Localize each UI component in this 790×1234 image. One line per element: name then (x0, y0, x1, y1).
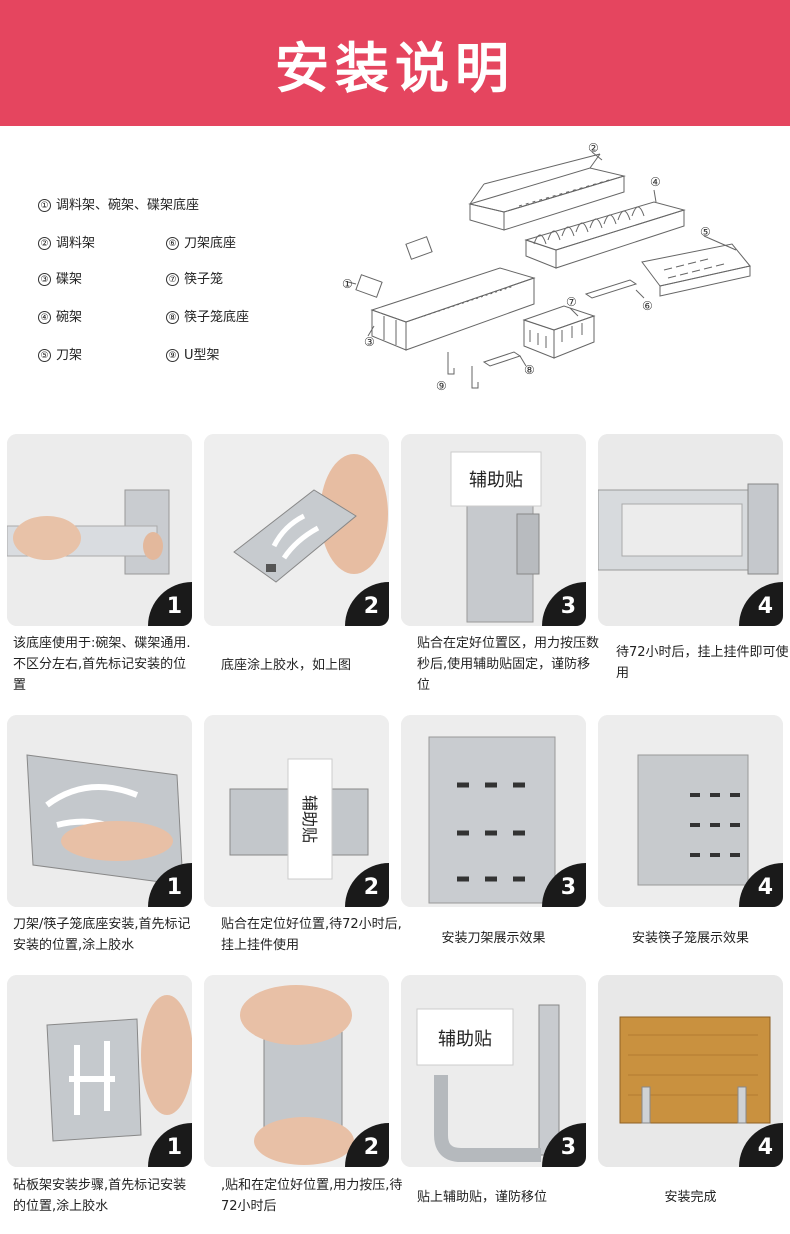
legend-number: ① (38, 199, 51, 212)
step-card-r3-3: 辅助贴 3 (401, 975, 586, 1167)
step-caption: 底座涂上胶水，如上图 (221, 658, 352, 673)
legend-label: 刀架底座 (184, 236, 237, 251)
callout-6: ⑥ (642, 299, 653, 313)
step-card-r1-2: 2 (204, 434, 389, 626)
exploded-parts-diagram: ① ② ③ ④ ⑤ ⑥ ⑦ ⑧ ⑨ (342, 141, 751, 393)
legend-item-2: ② 调料架 (38, 232, 95, 251)
parts-legend: ① 调料架、碗架、碟架底座 ② 调料架 ⑥ 刀架底座 ③ 碟架 ⑦ 筷子笼 ④ 碗架 ⑧ 筷子… (38, 194, 338, 404)
callout-8: ⑧ (524, 363, 535, 377)
knife-rack-drawing (641, 243, 751, 297)
chopstick-holder-drawing (522, 305, 596, 359)
callout-2: ② (588, 141, 599, 155)
callout-3: ③ (364, 335, 375, 349)
bowl-rack-drawing (524, 201, 686, 269)
photo-chopstick-holder-result (598, 715, 783, 907)
step-caption: 贴上辅助贴，谨防移位 (417, 1190, 548, 1205)
step-caption: 安装刀架展示效果 (441, 931, 546, 946)
step-caption: 该底座使用于:碗架、碟架通用.不区分左右,首先标记安装的位置 (13, 636, 191, 693)
legend-item-1: ① 调料架、碗架、碟架底座 (38, 194, 199, 213)
photo-mount-base (7, 434, 192, 626)
step-badge: 1 (148, 863, 192, 907)
step-card-r1-1: 1 (7, 434, 192, 626)
callout-1: ① (342, 277, 353, 291)
step-card-r1-4: 4 (598, 434, 783, 626)
legend-number: ⑦ (166, 273, 179, 286)
spice-rack-drawing (468, 153, 626, 231)
step-card-r3-2: 2 (204, 975, 389, 1167)
u-bracket-drawing (447, 352, 479, 389)
legend-number: ⑨ (166, 349, 179, 362)
callout-5: ⑤ (700, 225, 711, 239)
step-card-r2-2: 辅助贴 2 (204, 715, 389, 907)
step-caption: 安装完成 (664, 1190, 717, 1205)
dish-rack-drawing (370, 267, 536, 351)
step-badge: 1 (148, 1123, 192, 1167)
step-caption: 刀架/筷子笼底座安装,首先标记安装的位置,涂上胶水 (13, 917, 191, 953)
step-caption: 待72小时后，挂上挂件即可使用 (616, 645, 789, 681)
helper-sticker-label: 辅助贴 (469, 470, 523, 491)
step-card-r2-1: 1 (7, 715, 192, 907)
callout-4: ④ (650, 175, 661, 189)
legend-number: ③ (38, 273, 51, 286)
legend-label: 调料架、碗架、碟架底座 (56, 198, 200, 213)
parts-section: ① 调料架、碗架、碟架底座 ② 调料架 ⑥ 刀架底座 ③ 碟架 ⑦ 筷子笼 ④ 碗架 ⑧ 筷子… (0, 126, 790, 426)
step-caption: 安装筷子笼展示效果 (631, 931, 749, 946)
helper-sticker-label: 辅助贴 (300, 795, 319, 843)
legend-item-8: ⑧ 筷子笼底座 (166, 306, 249, 325)
step-card-r3-1: 1 (7, 975, 192, 1167)
step-caption: ,贴和在定位好位置,用力按压,待72小时后 (221, 1178, 403, 1214)
legend-number: ④ (38, 311, 51, 324)
base-plate-drawing (405, 236, 433, 260)
legend-item-7: ⑦ 筷子笼 (166, 268, 223, 287)
legend-label: 刀架 (56, 348, 83, 363)
callout-9: ⑨ (436, 379, 447, 393)
legend-number: ⑤ (38, 349, 51, 362)
photo-knife-rack-result (401, 715, 586, 907)
page-title: 安装说明 (275, 36, 515, 100)
step-card-r3-4: 4 (598, 975, 783, 1167)
legend-number: ② (38, 237, 51, 250)
step-caption: 贴合在定好位置区，用力按压数秒后,使用辅助贴固定，谨防移位 (417, 636, 600, 693)
legend-item-9: ⑨ U型架 (166, 344, 220, 363)
legend-label: 筷子笼底座 (184, 310, 250, 325)
photo-cutting-board-result (598, 975, 783, 1167)
legend-number: ⑥ (166, 237, 179, 250)
knife-base-drawing (584, 279, 638, 299)
step-badge: 2 (345, 863, 389, 907)
legend-item-6: ⑥ 刀架底座 (166, 232, 236, 251)
step-caption: 贴合在定位好位置,待72小时后,挂上挂件使用 (221, 917, 402, 953)
legend-number: ⑧ (166, 311, 179, 324)
step-card-r1-3: 辅助贴 3 (401, 434, 586, 626)
legend-label: 筷子笼 (184, 272, 224, 287)
step-caption: 砧板架安装步骤,首先标记安装的位置,涂上胶水 (13, 1178, 187, 1214)
header-banner: 安装说明 (0, 0, 790, 126)
step-card-r2-4: 4 (598, 715, 783, 907)
photo-glue-knife-base (7, 715, 192, 907)
legend-item-5: ⑤ 刀架 (38, 344, 82, 363)
chopstick-base-drawing (482, 351, 522, 367)
legend-label: 碟架 (56, 272, 83, 287)
legend-item-4: ④ 碗架 (38, 306, 82, 325)
helper-sticker-label: 辅助贴 (438, 1029, 492, 1050)
legend-label: 碗架 (56, 310, 83, 325)
callout-7: ⑦ (566, 295, 577, 309)
step-card-r2-3: 3 (401, 715, 586, 907)
legend-item-3: ③ 碟架 (38, 268, 82, 287)
legend-label: U型架 (184, 348, 220, 363)
photo-hang-rack (598, 434, 783, 626)
legend-label: 调料架 (56, 236, 96, 251)
